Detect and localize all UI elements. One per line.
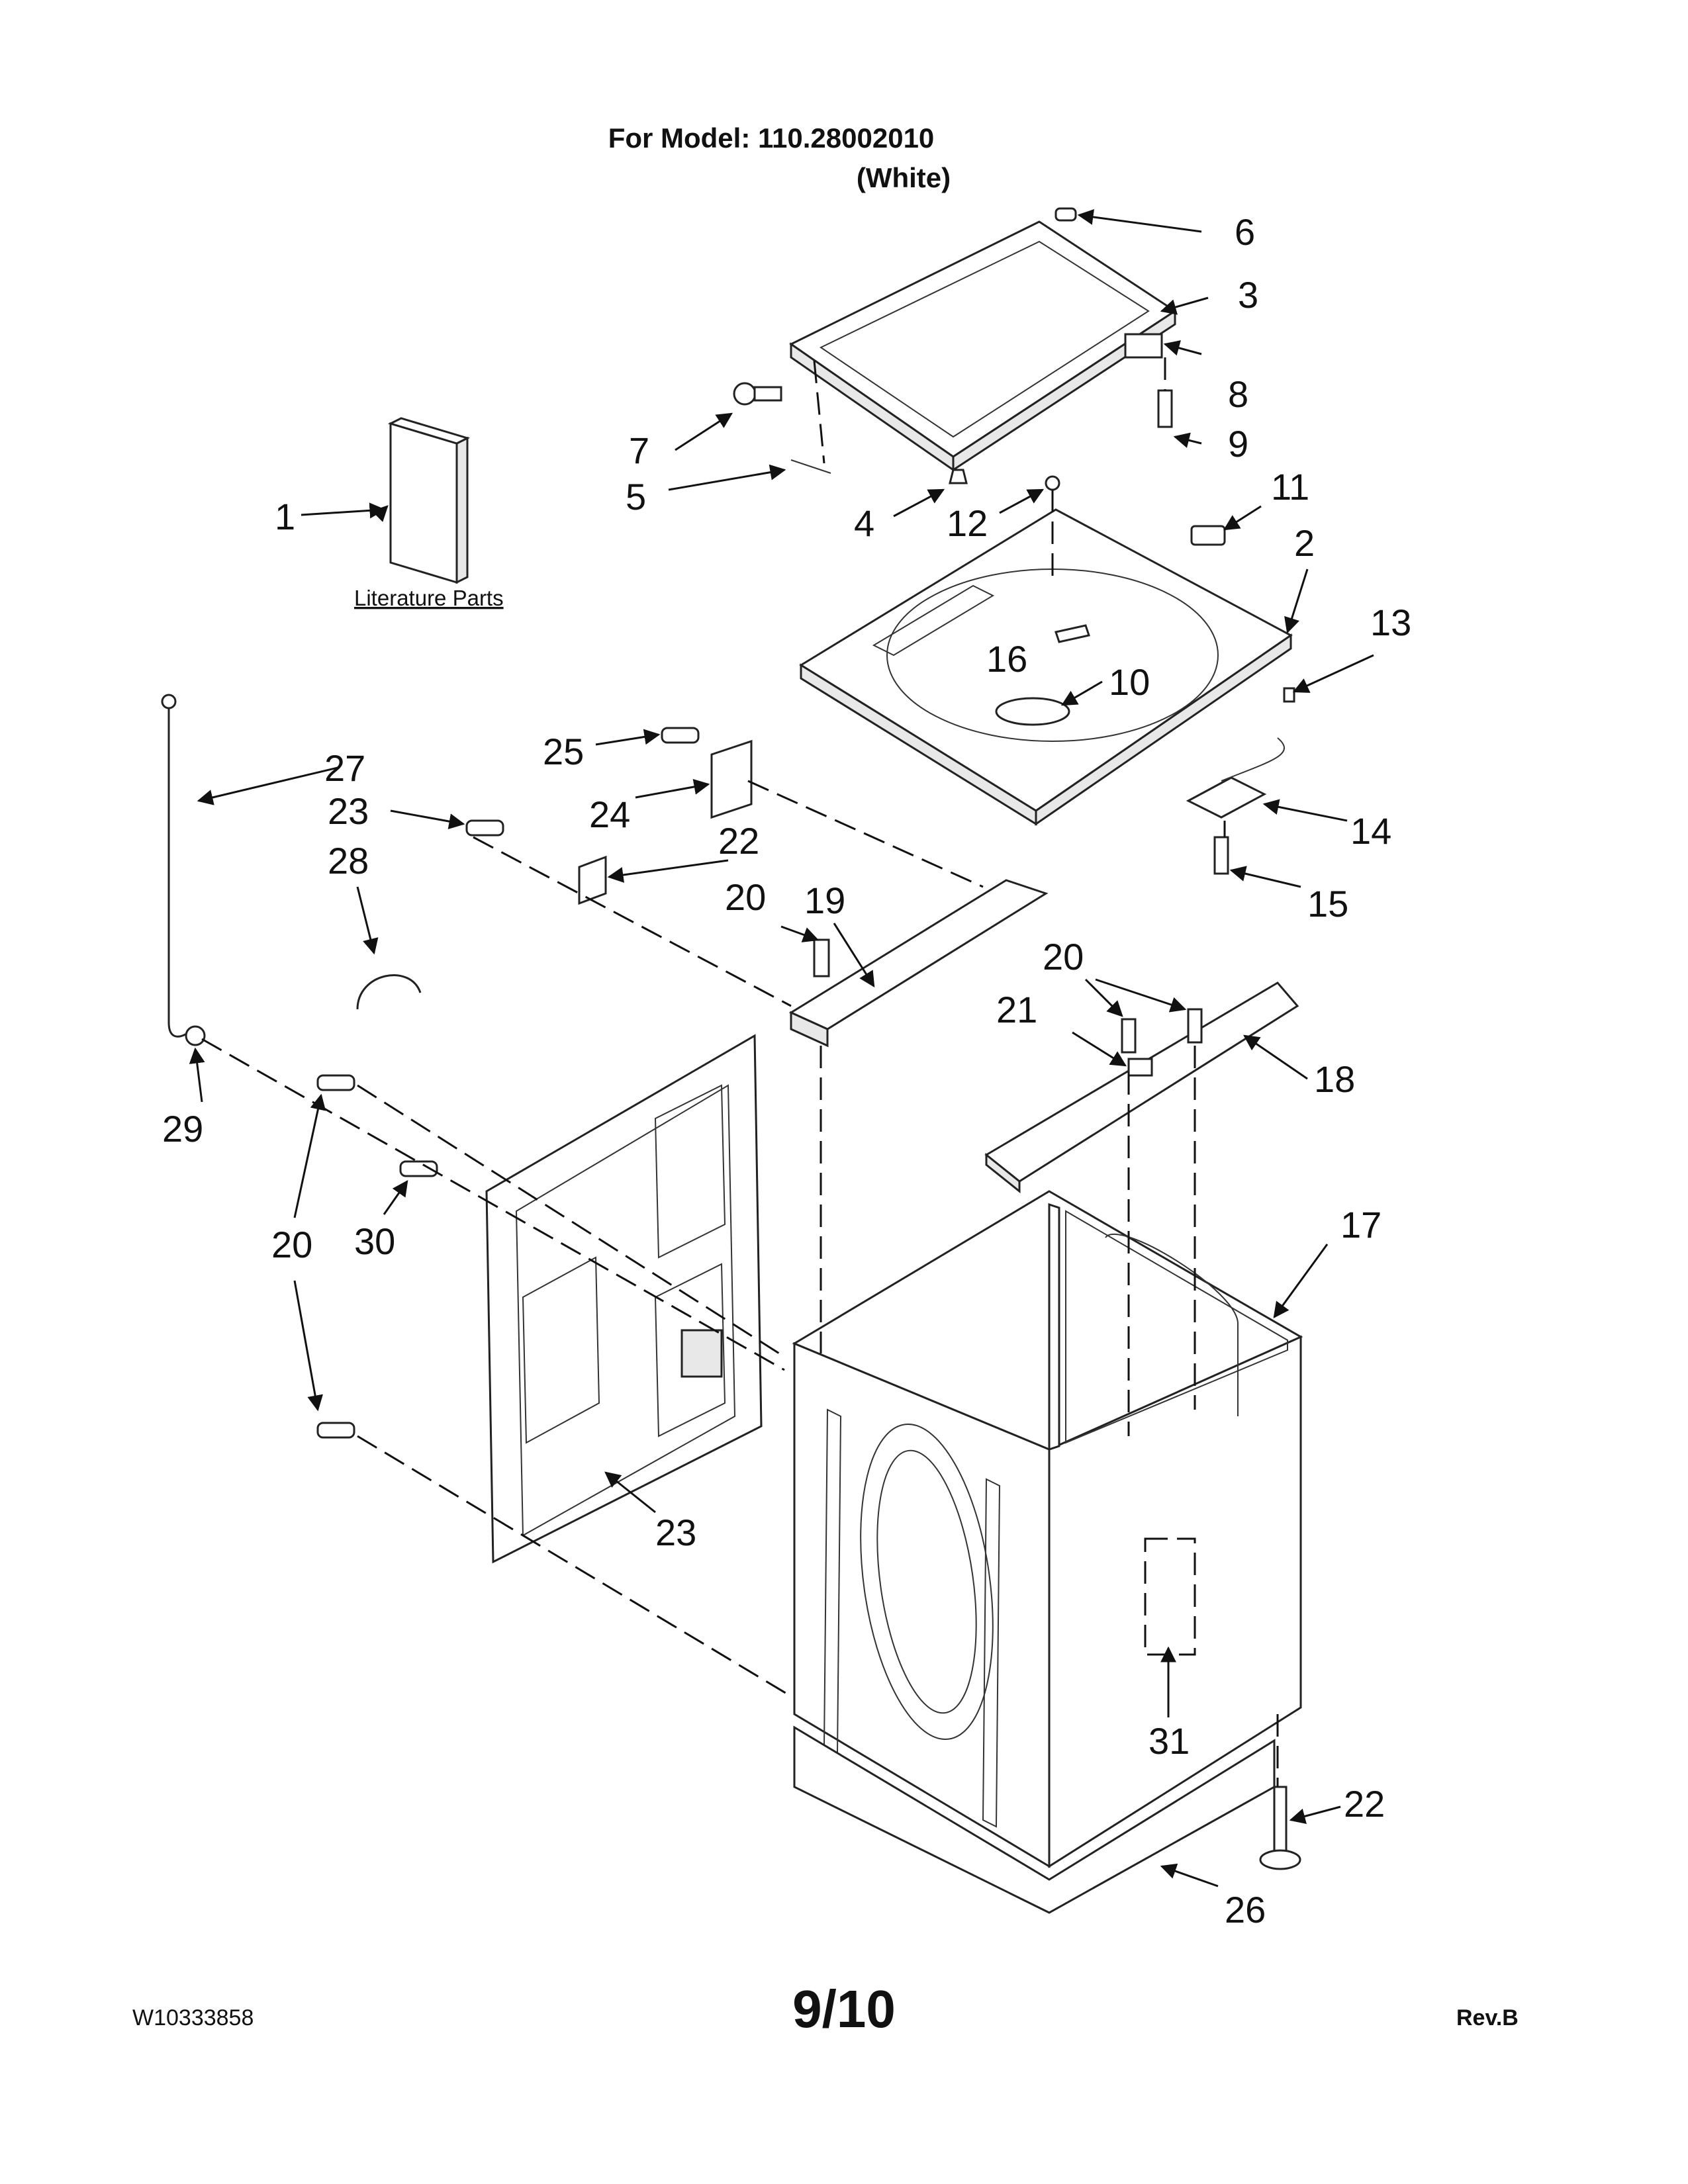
callout-20-rear: 20 — [1043, 936, 1084, 978]
screw-20-rear-panel-bottom — [316, 1422, 355, 1439]
rear-rail — [984, 981, 1299, 1194]
screw-32 — [399, 1160, 438, 1177]
control-board-14 — [1186, 737, 1285, 819]
callout-3: 3 — [1238, 274, 1258, 316]
literature-parts-label: Literature Parts — [354, 586, 504, 610]
callout-2: 2 — [1294, 522, 1315, 564]
model-color: (White) — [856, 162, 951, 193]
cabinet — [792, 1190, 1303, 1868]
bracket-26 — [710, 739, 753, 819]
screw-20-rear-panel-top — [316, 1074, 355, 1091]
bleach-dispenser-10 — [995, 697, 1070, 726]
callout-5: 5 — [626, 476, 646, 518]
callout-27: 25 — [543, 731, 584, 772]
callout-17: 17 — [1340, 1204, 1382, 1246]
callout-9: 9 — [1228, 423, 1248, 465]
callout-24: 22 — [718, 820, 759, 862]
drain-hose — [161, 694, 189, 1038]
callout-1: 1 — [275, 496, 295, 537]
hose-clamp-31 — [185, 1025, 206, 1046]
screw-27 — [661, 727, 700, 744]
screw-20-rear-b — [1187, 1008, 1203, 1044]
switch-actuator-11 — [1190, 525, 1226, 546]
callout-20-rail: 20 — [725, 876, 766, 918]
leader-arrows — [189, 209, 1374, 1888]
callout-6: 6 — [1235, 211, 1255, 253]
nut-12 — [1045, 475, 1060, 491]
callout-14: 14 — [1350, 810, 1391, 852]
callout-4: 4 — [854, 502, 874, 544]
page-number: 9/10 — [792, 1979, 896, 2038]
model-title: For Model: 110.28002010 — [608, 122, 935, 154]
screw-20-rail — [813, 938, 830, 978]
front-rail — [788, 879, 1049, 1048]
alignment-lines — [201, 357, 1279, 1787]
lid-bumper-4 — [949, 469, 968, 484]
callout-25: 23 — [328, 790, 369, 832]
callout-8: 8 — [1228, 373, 1248, 415]
lid-switch-8 — [1124, 333, 1163, 359]
callout-23: 23 — [655, 1512, 696, 1553]
literature-booklet — [387, 417, 471, 584]
callout-20-left: 20 — [271, 1224, 312, 1265]
callout-12: 12 — [947, 502, 988, 544]
callout-30: 28 — [328, 840, 369, 882]
screw-25 — [465, 819, 504, 837]
screw-9 — [1157, 389, 1173, 428]
lid-bumper-screw-7 — [733, 382, 782, 406]
screw-20-rear-a — [1121, 1018, 1137, 1054]
callout-32: 30 — [354, 1220, 395, 1262]
callout-13: 13 — [1370, 602, 1411, 643]
callout-10: 10 — [1109, 661, 1150, 703]
callout-29: 27 — [324, 747, 365, 789]
callout-18: 18 — [1314, 1058, 1355, 1100]
label-16 — [1055, 624, 1090, 643]
clip-21 — [1127, 1058, 1153, 1077]
callout-22: 22 — [1344, 1783, 1385, 1825]
clip-13 — [1283, 687, 1295, 703]
hinge-rod-5 — [790, 459, 831, 474]
callout-15: 15 — [1307, 883, 1348, 925]
callout-11: 11 — [1271, 466, 1309, 508]
callout-31: 29 — [162, 1108, 203, 1150]
bracket-24 — [578, 855, 607, 905]
callout-33: 31 — [1149, 1720, 1190, 1762]
callout-26: 24 — [589, 794, 630, 835]
leveling-leg — [1259, 1786, 1301, 1870]
revision-label: Rev.B — [1456, 2005, 1519, 2030]
callout-21: 21 — [996, 989, 1037, 1030]
lid — [789, 220, 1177, 472]
callout-7: 7 — [629, 430, 649, 471]
callout-28: 26 — [1225, 1889, 1266, 1931]
rear-panel — [485, 1034, 763, 1564]
hinge-pin — [1055, 207, 1077, 222]
document-number: W10333858 — [132, 2005, 254, 2030]
top-panel — [799, 508, 1293, 826]
callout-19: 19 — [804, 880, 845, 921]
callout-16: 16 — [986, 638, 1027, 680]
screw-15 — [1213, 836, 1229, 875]
hose-guide-30 — [356, 974, 422, 1010]
callout-labels: 6 3 8 9 7 5 4 12 11 2 13 16 10 14 15 1 2… — [162, 211, 1411, 1931]
